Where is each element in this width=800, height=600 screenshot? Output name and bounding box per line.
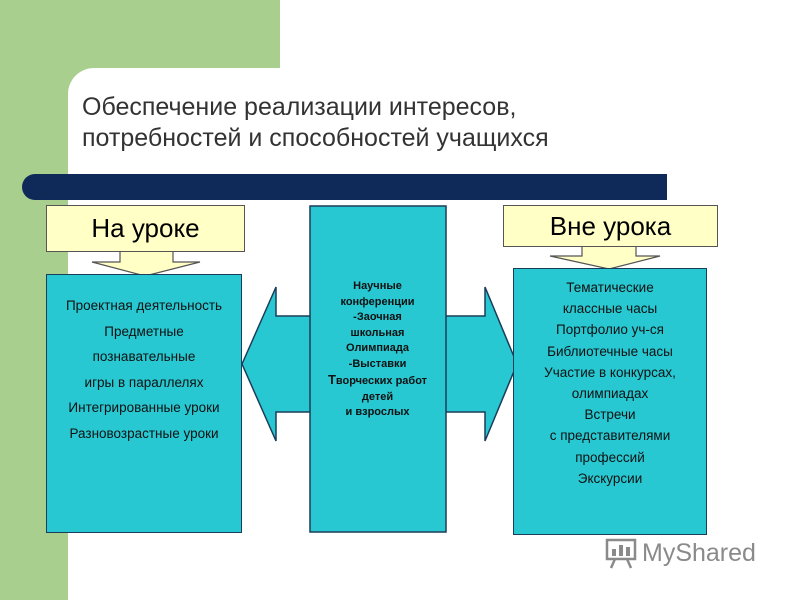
center-item: Олимпиада <box>346 342 409 354</box>
center-item-rest: ворческих работ <box>335 375 428 387</box>
out-of-lesson-item: Портфолио уч-ся <box>556 322 664 338</box>
in-lesson-item: познавательные <box>92 349 196 364</box>
watermark-text: MyShared <box>642 538 756 567</box>
in-lesson-item: Проектная деятельность <box>65 298 223 313</box>
out-of-lesson-item: Тематические <box>566 280 654 295</box>
out-of-lesson-item: с представителями <box>549 428 671 444</box>
center-box-text: Научные конференции -Заочная школьная Ол… <box>311 279 444 421</box>
title-line-2: потребностей и способностей учащихся <box>82 124 549 152</box>
center-item: -Заочная <box>353 311 402 323</box>
watermark: MyShared <box>604 536 756 570</box>
right-label-callout-arrow <box>549 245 661 270</box>
in-lesson-label: На уроке <box>46 205 245 252</box>
center-item: Научные <box>353 280 402 292</box>
title-line-1: Обеспечение реализации интересов, <box>82 93 517 121</box>
out-of-lesson-item: Встречи <box>584 407 636 423</box>
in-lesson-panel: Проектная деятельность Предметные познав… <box>46 274 242 533</box>
out-of-lesson-item: профессий <box>575 449 645 465</box>
center-item: -Выставки <box>348 357 407 370</box>
in-lesson-item: Предметные <box>104 323 184 339</box>
center-item: школьная <box>350 326 405 339</box>
center-item-creative-works: Творческих работ <box>311 372 444 390</box>
out-of-lesson-label: Вне урока <box>503 205 718 247</box>
left-label-callout-arrow <box>91 250 201 277</box>
center-box <box>309 205 447 533</box>
center-item: и взрослых <box>345 406 410 418</box>
presentation-board-icon <box>605 538 637 569</box>
in-lesson-item: игры в параллелях <box>84 374 204 390</box>
out-of-lesson-panel: Тематические классные часы Портфолио уч-… <box>513 268 707 535</box>
out-of-lesson-item: Библиотечные часы <box>547 343 673 359</box>
out-of-lesson-item: классные часы <box>562 301 658 317</box>
out-of-lesson-item: олимпиадах <box>571 386 649 402</box>
title-underline-bar <box>22 174 667 200</box>
center-item: детей <box>361 390 394 403</box>
center-item: конференции <box>340 295 415 308</box>
in-lesson-item: Разновозрастные уроки <box>69 425 219 441</box>
out-of-lesson-item: Экскурсии <box>577 470 643 486</box>
page-title: Обеспечение реализации интересов, потреб… <box>82 92 722 154</box>
out-of-lesson-item: Участие в конкурсах, <box>544 364 676 380</box>
in-lesson-item: Интегрированные уроки <box>68 400 220 415</box>
center-big-initial: Т <box>327 372 336 387</box>
